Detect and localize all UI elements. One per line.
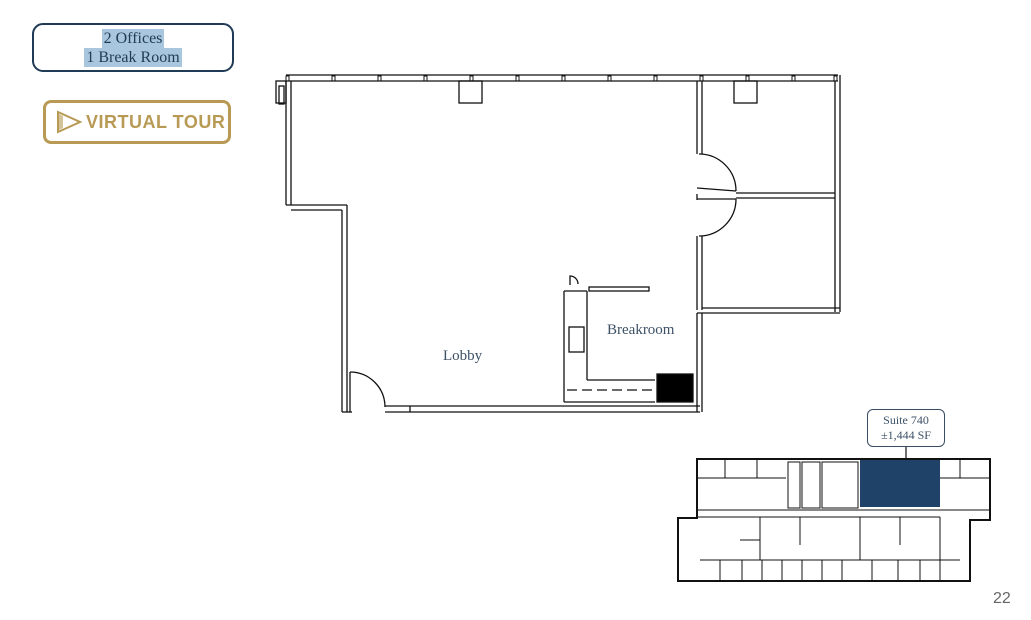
play-triangle-icon <box>57 110 82 134</box>
suite-number: Suite 740 <box>883 413 929 427</box>
page-number: 22 <box>993 590 1011 607</box>
suite-area: ±1,444 SF <box>881 428 931 442</box>
virtual-tour-label: VIRTUAL TOUR <box>86 111 226 132</box>
break-room-count: 1 Break Room <box>84 47 182 67</box>
virtual-tour-button[interactable]: VIRTUAL TOUR <box>43 100 231 144</box>
offices-count: 2 Offices <box>101 28 165 48</box>
room-label-lobby: Lobby <box>443 348 483 364</box>
room-label-breakroom: Breakroom <box>607 322 675 338</box>
suite-callout: Suite 740 ±1,444 SF <box>867 409 945 447</box>
summary-box: 2 Offices 1 Break Room <box>32 23 234 72</box>
